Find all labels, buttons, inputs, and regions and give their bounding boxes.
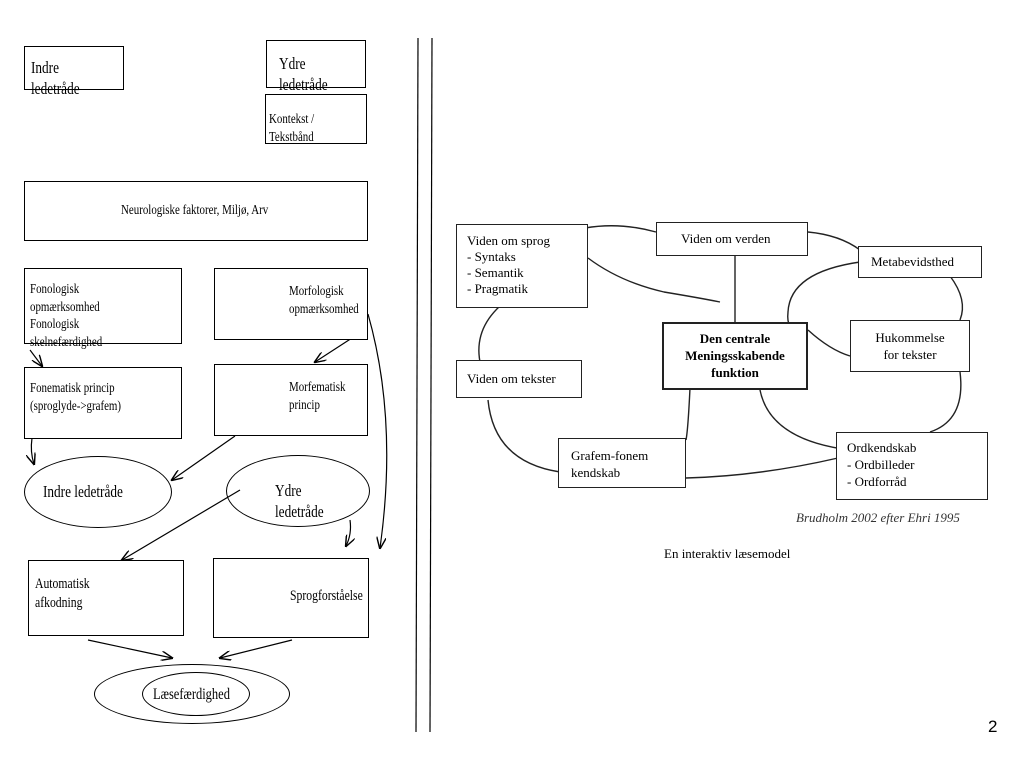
central-box: Den centrale Meningsskabende funktion xyxy=(662,322,808,390)
ordkendskab-label: Ordkendskab - Ordbilleder - Ordforråd xyxy=(847,440,917,489)
fonematisk-box: Fonematisk princip (sproglyde->grafem) xyxy=(24,367,182,439)
viden-tekster-label: Viden om tekster xyxy=(467,371,556,386)
neuro-box: Neurologiske faktorer, Miljø, Arv xyxy=(24,181,368,241)
indre-ellipse-label: Indre ledetråde xyxy=(43,482,123,501)
indre-ellipse: Indre ledetråde xyxy=(24,456,172,528)
sprogforstaaelse-label: Sprogforståelse xyxy=(290,588,363,604)
citation: Brudholm 2002 efter Ehri 1995 xyxy=(796,510,960,525)
arrow-fonematisk-indre xyxy=(31,437,34,464)
morfematisk-label: Morfematisk princip xyxy=(289,380,346,413)
conn-grafem-ord xyxy=(685,457,839,479)
arrow-morfematisk-indre xyxy=(172,435,236,480)
arrow-morfologisk-sprog-curve xyxy=(367,313,388,548)
page-number: 2 xyxy=(988,717,998,736)
diagram-caption: En interaktiv læsemodel xyxy=(664,546,791,561)
kontekst-label: Kontekst / Tekstbånd xyxy=(269,112,315,145)
divider-line-1 xyxy=(415,37,419,733)
grafem-label: Grafem-fonem kendskab xyxy=(571,448,649,480)
conn-sprog-central xyxy=(587,257,721,303)
conn-hukommelse-ord xyxy=(929,371,962,433)
arrow-ydre-automatisk xyxy=(122,489,241,560)
arrow-fonologisk-fonematisk xyxy=(29,349,42,366)
arrow-morfologisk-morfematisk xyxy=(315,337,353,362)
ordkendskab-box: Ordkendskab - Ordbilleder - Ordforråd xyxy=(836,432,988,500)
central-label: Den centrale Meningsskabende funktion xyxy=(685,331,785,380)
viden-tekster-box: Viden om tekster xyxy=(456,360,582,398)
sprogforstaaelse-box: Sprogforståelse xyxy=(213,558,369,638)
metabevidsthed-label: Metabevidsthed xyxy=(871,254,955,269)
viden-sprog-box: Viden om sprog - Syntaks - Semantik - Pr… xyxy=(456,224,588,308)
ydre-ledetraade-label: Ydre ledetråde xyxy=(279,54,328,95)
conn-tekster-grafem xyxy=(487,399,561,473)
fonologisk-box: Fonologisk opmærksomhed Fonologisk skeln… xyxy=(24,268,182,350)
indre-ledetraade-label: Indre ledetråde xyxy=(31,58,80,99)
viden-verden-box: Viden om verden xyxy=(656,222,808,256)
neuro-label: Neurologiske faktorer, Miljø, Arv xyxy=(121,203,269,218)
arrow-automatisk-laese xyxy=(87,639,172,658)
automatisk-box: Automatisk afkodning xyxy=(28,560,184,636)
divider-line-2 xyxy=(429,37,433,733)
automatisk-label: Automatisk afkodning xyxy=(35,576,90,611)
viden-sprog-label: Viden om sprog - Syntaks - Semantik - Pr… xyxy=(467,233,550,296)
morfologisk-box: Morfologisk opmærksomhed xyxy=(214,268,368,340)
conn-central-ord xyxy=(759,389,851,451)
conn-sprog-verden xyxy=(584,225,657,233)
hukommelse-label: Hukommelse for tekster xyxy=(875,330,945,362)
morfematisk-box: Morfematisk princip xyxy=(214,364,368,436)
laese-inner-ellipse: Læsefærdighed xyxy=(142,672,250,716)
arrow-sprog-laese xyxy=(220,639,293,658)
conn-central-hukommelse xyxy=(807,329,851,357)
hukommelse-box: Hukommelse for tekster xyxy=(850,320,970,372)
ydre-ellipse-label: Ydre ledetråde xyxy=(275,481,324,522)
grafem-box: Grafem-fonem kendskab xyxy=(558,438,686,488)
arrow-ydre-sprog xyxy=(346,519,351,546)
viden-verden-label: Viden om verden xyxy=(681,231,771,246)
indre-ledetraade-box: Indre ledetråde xyxy=(24,46,124,98)
conn-verden-meta xyxy=(807,231,861,251)
laesefaerdighed-label: Læsefærdighed xyxy=(153,686,230,703)
conn-meta-right xyxy=(949,275,964,321)
morfologisk-label: Morfologisk opmærksomhed xyxy=(289,284,359,317)
conn-sprog-tekster xyxy=(478,305,501,363)
fonologisk-label: Fonologisk opmærksomhed Fonologisk skeln… xyxy=(30,282,103,350)
metabevidsthed-box: Metabevidsthed xyxy=(858,246,982,278)
fonematisk-label: Fonematisk princip (sproglyde->grafem) xyxy=(30,381,122,414)
ydre-ellipse: Ydre ledetråde xyxy=(226,455,370,527)
ydre-ledetraade-box: Ydre ledetråde xyxy=(266,40,366,94)
kontekst-box: Kontekst / Tekstbånd xyxy=(265,94,367,145)
conn-central-grafem xyxy=(685,387,691,441)
laese-outer-ellipse xyxy=(94,664,290,724)
